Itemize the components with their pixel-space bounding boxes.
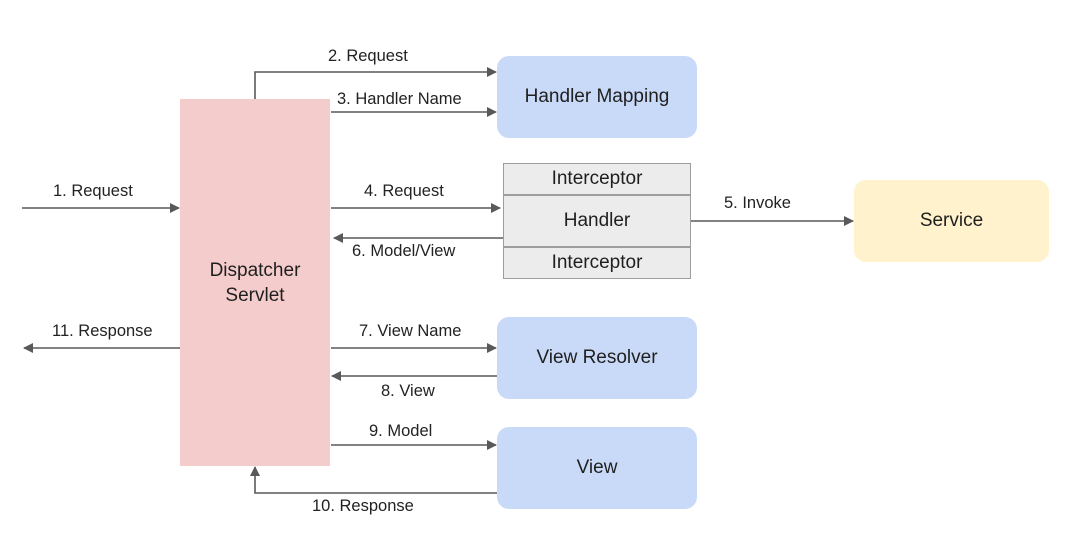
handler-label: Handler	[563, 210, 631, 231]
edge-label-5: 5. Invoke	[724, 194, 791, 212]
interceptor-top-label: Interceptor	[551, 168, 643, 189]
edge-label-4: 4. Request	[364, 182, 444, 200]
edge-label-8: 8. View	[381, 382, 435, 400]
interceptor-top-node: Interceptor	[503, 163, 691, 195]
view-resolver-node: View Resolver	[497, 317, 697, 399]
edge-label-3: 3. Handler Name	[337, 90, 462, 108]
handler-node: Handler	[503, 195, 691, 247]
service-node: Service	[854, 180, 1049, 262]
edge-label-1: 1. Request	[53, 182, 133, 200]
dispatcher-servlet-node: Dispatcher Servlet	[180, 99, 330, 466]
dispatcher-servlet-label-line1: Dispatcher	[209, 259, 301, 281]
view-resolver-label: View Resolver	[536, 347, 658, 368]
edge-label-9: 9. Model	[369, 422, 433, 440]
interceptor-bottom-label: Interceptor	[551, 252, 643, 273]
edge-label-10: 10. Response	[312, 497, 414, 515]
arrow-10-response	[250, 466, 497, 494]
interceptor-bottom-node: Interceptor	[503, 247, 691, 279]
service-label: Service	[919, 210, 984, 231]
handler-mapping-node: Handler Mapping	[497, 56, 697, 138]
view-label: View	[576, 457, 618, 478]
edge-label-11: 11. Response	[52, 322, 153, 340]
arrow-2-request	[254, 67, 497, 99]
dispatcher-servlet-label-line2: Servlet	[225, 284, 285, 306]
edge-label-2: 2. Request	[328, 47, 408, 65]
handler-mapping-label: Handler Mapping	[524, 86, 670, 107]
view-node: View	[497, 427, 697, 509]
edge-label-7: 7. View Name	[359, 322, 462, 340]
edge-label-6: 6. Model/View	[352, 242, 456, 260]
